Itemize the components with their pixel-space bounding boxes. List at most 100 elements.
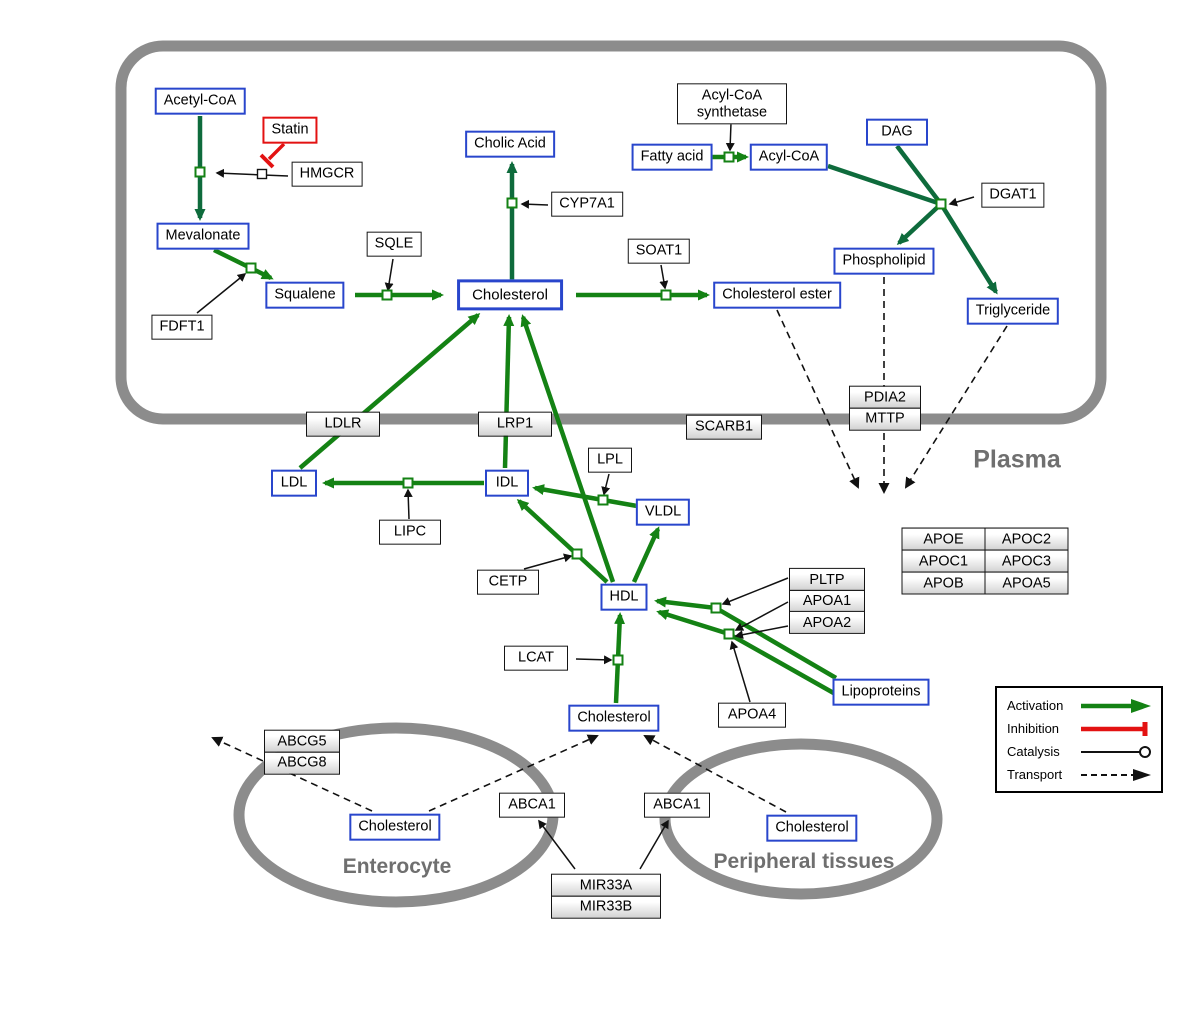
edge-enterocyte-cholesterol-to-plasma [428,734,599,812]
node-apoc1[interactable]: APOC1 [901,549,986,573]
legend-inhibition-label: Inhibition [1007,721,1060,736]
edge-dag-junction [895,144,943,206]
node-apob[interactable]: APOB [901,571,986,595]
node-mttp[interactable]: MTTP [849,407,921,431]
node-phospholipid[interactable]: Phospholipid [833,247,935,275]
node-hdl[interactable]: HDL [600,583,648,611]
node-lrp1[interactable]: LRP1 [478,411,552,437]
pltp-apoa-stack: PLTP APOA1 APOA2 [789,567,865,635]
node-soat1[interactable]: SOAT1 [627,238,691,264]
process-pltp [710,602,722,614]
node-mir33a[interactable]: MIR33A [551,873,661,897]
edge-peripheral-cholesterol-to-plasma [643,735,787,813]
transport-dashed-arrow-icon [1081,768,1151,781]
edge-ldl-uptake [298,313,481,470]
process-acylcoa-synthetase [723,151,735,163]
link-soat1 [659,264,669,290]
node-idl[interactable]: IDL [485,469,529,497]
node-apoc3[interactable]: APOC3 [984,549,1069,573]
node-acyl-coa[interactable]: Acyl-CoA [749,143,829,171]
node-cetp[interactable]: CETP [477,569,539,595]
node-sqle[interactable]: SQLE [366,231,422,257]
node-apoe[interactable]: APOE [901,527,986,551]
node-triglyceride[interactable]: Triglyceride [966,297,1060,325]
node-abcg5[interactable]: ABCG5 [264,729,340,753]
edge-vldl-idl [532,484,638,509]
link-hmgcr [215,168,289,178]
node-vldl[interactable]: VLDL [635,498,691,526]
edge-hdl-idl-cetp [516,498,609,584]
node-acetyl-coa[interactable]: Acetyl-CoA [154,87,246,115]
process-cetp [571,548,583,560]
node-apoa4[interactable]: APOA4 [718,702,786,728]
legend-activation-row: Activation [997,694,1161,717]
edge-cholesterol-efflux-abcg [211,736,373,812]
liver-cell-membrane [115,40,1107,425]
edge-cholesterolester-secretion [776,309,860,489]
node-lcat[interactable]: LCAT [504,645,568,671]
node-apoa1[interactable]: APOA1 [789,589,865,613]
edge-idl-uptake [502,314,515,469]
node-cholesterol-peripheral[interactable]: Cholesterol [766,814,858,842]
process-soat1 [660,289,672,301]
node-lipc[interactable]: LIPC [379,519,441,545]
node-cholesterol-enterocyte[interactable]: Cholesterol [349,813,441,841]
process-statin-target [256,168,268,180]
node-pdia2[interactable]: PDIA2 [849,385,921,409]
node-lipoproteins[interactable]: Lipoproteins [832,678,930,706]
node-mevalonate[interactable]: Mevalonate [156,222,250,250]
legend-catalysis-label: Catalysis [1007,744,1060,759]
edge-triglyceride-secretion [904,325,1008,489]
catalysis-circle-icon [1081,745,1151,758]
link-sqle [384,258,394,292]
node-pltp[interactable]: PLTP [789,567,865,591]
link-mir33-abca1-left [538,819,576,870]
node-ldlr[interactable]: LDLR [306,411,380,437]
node-scarb1[interactable]: SCARB1 [686,414,762,440]
edge-hdl-vldl [631,526,661,583]
process-lipc [402,477,414,489]
node-cyp7a1[interactable]: CYP7A1 [551,191,623,217]
node-cholesterol-plasma[interactable]: Cholesterol [568,704,660,732]
node-lpl[interactable]: LPL [588,447,632,473]
link-lipc [403,488,413,520]
node-statin[interactable]: Statin [262,116,318,144]
node-abca1-peripheral[interactable]: ABCA1 [644,792,710,818]
node-dag[interactable]: DAG [866,118,928,146]
legend-transport-label: Transport [1007,767,1063,782]
abcg-stack: ABCG5 ABCG8 [264,729,340,775]
statin-inhibition-tbar [259,153,275,169]
node-cholesterol-ester[interactable]: Cholesterol ester [713,281,841,309]
node-hmgcr[interactable]: HMGCR [291,161,363,187]
link-apoa4 [729,640,751,703]
process-sqle [381,289,393,301]
catalysis-edges [196,122,975,870]
link-apoa2 [734,625,789,640]
node-squalene[interactable]: Squalene [265,281,345,309]
process-squares [194,151,947,666]
pdia2-mttp-stack: PDIA2 MTTP [849,385,921,431]
node-mir33b[interactable]: MIR33B [551,895,661,919]
node-cholic-acid[interactable]: Cholic Acid [465,130,555,158]
node-apoa5[interactable]: APOA5 [984,571,1069,595]
compartment-shapes [115,40,1107,908]
link-lcat [575,655,613,665]
link-pltp [721,577,789,606]
edge-hdl-uptake [520,314,616,583]
node-dgat1[interactable]: DGAT1 [981,182,1045,208]
legend-transport-row: Transport [997,763,1161,786]
node-acyl-coa-synthetase[interactable]: Acyl-CoA synthetase [677,83,787,125]
link-apoa1 [734,601,789,631]
node-abca1-enterocyte[interactable]: ABCA1 [499,792,565,818]
link-acylcoa-synthetase [725,122,735,152]
node-abcg8[interactable]: ABCG8 [264,751,340,775]
node-apoc2[interactable]: APOC2 [984,527,1069,551]
node-cholesterol-liver[interactable]: Cholesterol [457,279,563,311]
node-fdft1[interactable]: FDFT1 [151,314,213,340]
node-fatty-acid[interactable]: Fatty acid [631,143,713,171]
node-ldl[interactable]: LDL [271,469,317,497]
edge-statin-inhibits-hmgcr [267,142,286,161]
node-apoa2[interactable]: APOA2 [789,611,865,635]
